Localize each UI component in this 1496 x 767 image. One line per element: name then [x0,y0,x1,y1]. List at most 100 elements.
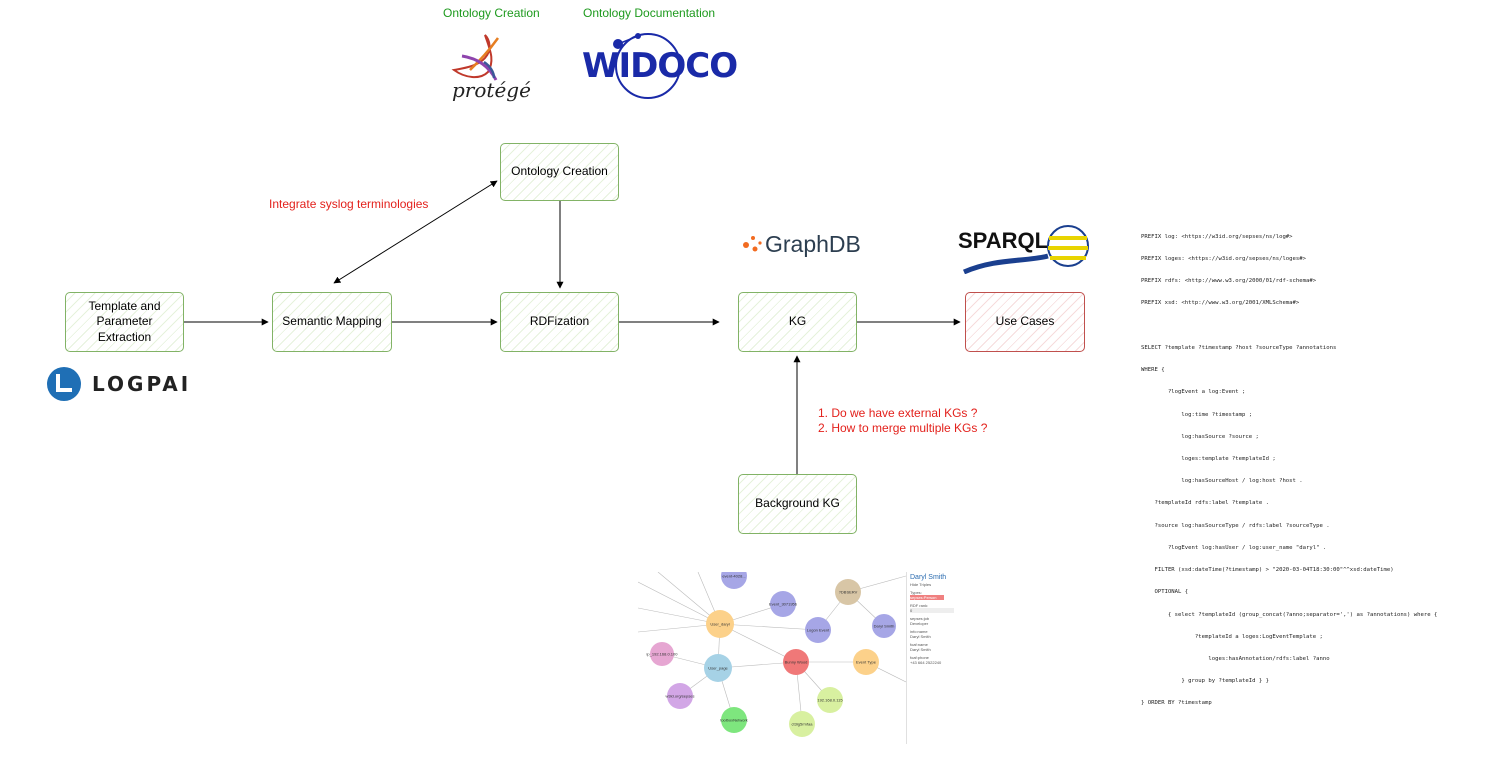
graph-node [789,711,815,737]
graph-node [704,654,732,682]
logpai-emblem-icon [47,367,81,401]
code-line: WHERE { [1141,367,1165,374]
graph-node-label: User_daryl [710,622,729,627]
node-rdfization[interactable]: RDFization [500,292,619,352]
code-line: { select ?templateId (group_concat(?anno… [1141,611,1438,618]
graph-node [770,591,796,617]
graph-node-label: w3id.org/sepses [666,694,695,699]
panel-field-value: Developer [910,621,929,626]
panel-types-label: Types: [910,590,922,595]
code-line: log:time ?timestamp ; [1141,411,1253,418]
node-kg-label: KG [788,314,807,329]
arrow-mapping-ontology-bidirectional [333,180,498,284]
caption-ontology-documentation: Ontology Documentation [583,6,716,20]
graph-node [667,683,693,709]
panel-field-label: sepses:job [910,616,930,621]
node-use-cases[interactable]: Use Cases [965,292,1085,352]
graphdb-wordmark: GraphDB [765,230,861,257]
sparql-globe-icon [962,225,1089,274]
sparql-wordmark: SPARQL [958,228,1049,253]
code-line: } ORDER BY ?timestamp [1141,700,1212,707]
node-background-kg-label: Background KG [755,496,840,511]
graph-node-label: Daryl Smith [874,624,895,629]
note-question-2: 2. How to merge multiple KGs ? [818,421,988,435]
code-line: ?logEvent a log:Event ; [1141,389,1246,396]
code-line: SELECT ?template ?timestamp ?host ?sourc… [1141,344,1337,351]
code-line: ?templateId rdfs:label ?template . [1141,500,1269,507]
panel-field-value: Daryl Smith [910,647,931,652]
graphdb-dots-icon [743,236,762,252]
panel-type-badge: sepses:Person [910,595,944,600]
code-line: ​ [1141,323,1437,330]
note-integrate-terminologies: Integrate syslog terminologies [269,197,429,211]
graph-node-label: ip_192.168.0.100 [647,652,679,657]
node-background-kg[interactable]: Background KG [738,474,857,534]
graph-node-label: ?DBSERV [839,590,858,595]
code-line: ?templateId a loges:LogEventTemplate ; [1141,633,1323,640]
graph-node-label: User_page [708,666,728,671]
logpai-wordmark: LOGPAI [92,372,192,396]
node-semantic-mapping[interactable]: Semantic Mapping [272,292,392,352]
code-line: FILTER (xsd:dateTime(?timestamp) > "2020… [1141,567,1394,574]
panel-rdf-rank-label: RDF rank: [910,603,929,608]
code-line: PREFIX rdfs: <http://www.w3.org/2000/01/… [1141,278,1317,285]
panel-field-label: foaf:name [910,642,928,647]
node-ontology-creation[interactable]: Ontology Creation [500,143,619,201]
node-template-extraction[interactable]: Template and Parameter Extraction [65,292,184,352]
code-line: ?source log:hasSourceType / rdfs:label ?… [1141,522,1330,529]
code-line: PREFIX loges: <https://w3id.org/sepses/n… [1141,256,1307,263]
graph-node-label: Logon Event [807,628,830,633]
code-line: PREFIX log: <https://w3id.org/sepses/ns/… [1141,233,1293,240]
graph-node [650,642,674,666]
node-use-cases-label: Use Cases [995,314,1055,329]
sparql-logo: SPARQL [956,222,1096,274]
graph-node-label: Event Type [856,660,877,665]
code-line: log:hasSourceHost / log:host ?host . [1141,478,1303,485]
node-template-extraction-label: Template and Parameter Extraction [88,298,161,344]
panel-field-value: +43 664 2522240 [910,660,942,665]
graph-node [721,707,747,733]
note-question-1: 1. Do we have external KGs ? [818,406,978,420]
logpai-logo: LOGPAI [46,366,191,402]
protege-logo: protégé [440,30,550,105]
graph-node [706,610,734,638]
protege-emblem-icon [451,34,500,81]
graph-node [805,617,831,643]
graph-node [817,687,843,713]
caption-ontology-creation: Ontology Creation [443,6,540,20]
node-rdfization-label: RDFization [529,314,590,329]
code-line: } group by ?templateId } } [1141,678,1269,685]
panel-field-value: Daryl Smith [910,634,931,639]
graph-node-label: Event_3071956 [769,602,798,607]
widoco-network-icon [613,33,681,99]
panel-rdf-rank-value: 0 [910,608,954,613]
code-line: PREFIX xsd: <http://www.w3.org/2001/XMLS… [1141,300,1300,307]
graph-node [835,579,861,605]
code-line: log:hasSource ?source ; [1141,433,1259,440]
widoco-wordmark: WIDOCO [582,46,738,86]
graph-canvas: event-4028... Event_3071956User_darylLogo… [638,572,907,737]
panel-link[interactable]: Hide Triples [910,582,932,587]
panel-field-label: info:name [910,629,928,634]
graph-node-label: event-4028... [722,574,745,579]
graph-side-panel: Daryl Smith Hide Triples Types: sepses:P… [906,572,960,744]
graph-node [783,649,809,675]
graph-node-label: Bunny Wood [785,660,808,665]
graph-node [853,649,879,675]
node-ontology-creation-label: Ontology Creation [511,164,608,179]
graph-node-label: 192.168.0.115 [817,698,843,703]
panel-field-label: foaf:phone [910,655,929,660]
graph-node [872,614,896,638]
panel-title: Daryl Smith [910,574,947,581]
code-line: loges:hasAnnotation/rdfs:label ?anno [1141,655,1330,662]
node-kg[interactable]: KG [738,292,857,352]
code-line: loges:template ?templateId ; [1141,456,1276,462]
graph-node-label: ct3ig5rmfaa [792,722,814,727]
widoco-logo: WIDOCO [578,30,738,102]
graphdb-logo: GraphDB [740,228,861,260]
graph-node [721,572,747,589]
node-semantic-mapping-label: Semantic Mapping [282,314,382,329]
